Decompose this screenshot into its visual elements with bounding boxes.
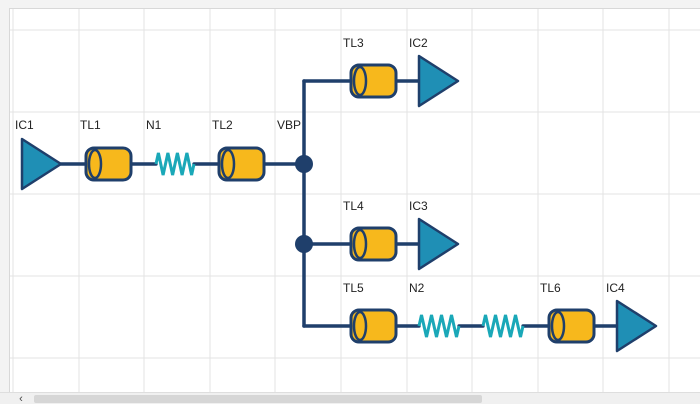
- label-n1: N1: [146, 118, 162, 132]
- port-triangle-ic4[interactable]: [615, 299, 658, 353]
- transmission-line-tl2[interactable]: [217, 146, 266, 182]
- grid: [10, 9, 700, 393]
- transmission-line-tl4[interactable]: [349, 226, 398, 262]
- label-ic3: IC3: [409, 199, 428, 213]
- transmission-line-tl6[interactable]: [547, 308, 596, 344]
- resistor-n2[interactable]: [417, 314, 461, 338]
- schematic-svg: [10, 9, 700, 393]
- horizontal-scrollbar[interactable]: ‹: [0, 392, 700, 405]
- resistor-n2-b[interactable]: [481, 314, 525, 338]
- resistor-n1[interactable]: [154, 152, 196, 176]
- schematic-canvas[interactable]: IC1 TL1 N1 TL2 VBP TL3 IC2 TL4 IC3 TL5 N…: [9, 8, 700, 393]
- transmission-line-tl1[interactable]: [84, 146, 133, 182]
- junction-vbp[interactable]: [295, 155, 313, 173]
- label-tl2: TL2: [212, 118, 233, 132]
- scroll-thumb[interactable]: [34, 395, 482, 403]
- label-tl1: TL1: [80, 118, 101, 132]
- label-ic2: IC2: [409, 36, 428, 50]
- label-ic1: IC1: [15, 118, 34, 132]
- label-tl5: TL5: [343, 281, 364, 295]
- port-triangle-ic2[interactable]: [417, 54, 460, 108]
- junctions: [295, 155, 313, 253]
- scroll-left-arrow-icon[interactable]: ‹: [19, 393, 23, 405]
- label-tl6: TL6: [540, 281, 561, 295]
- port-triangle-ic3[interactable]: [417, 217, 460, 271]
- ports: [20, 54, 658, 353]
- port-triangle-ic1[interactable]: [20, 137, 63, 191]
- resistors: [154, 152, 525, 338]
- label-ic4: IC4: [606, 281, 625, 295]
- transmission-line-tl5[interactable]: [349, 308, 398, 344]
- transmission-lines: [84, 63, 596, 344]
- junction-tl4-branch[interactable]: [295, 235, 313, 253]
- label-vbp: VBP: [277, 118, 302, 132]
- label-tl4: TL4: [343, 199, 364, 213]
- label-tl3: TL3: [343, 36, 364, 50]
- transmission-line-tl3[interactable]: [349, 63, 398, 99]
- label-n2: N2: [409, 281, 425, 295]
